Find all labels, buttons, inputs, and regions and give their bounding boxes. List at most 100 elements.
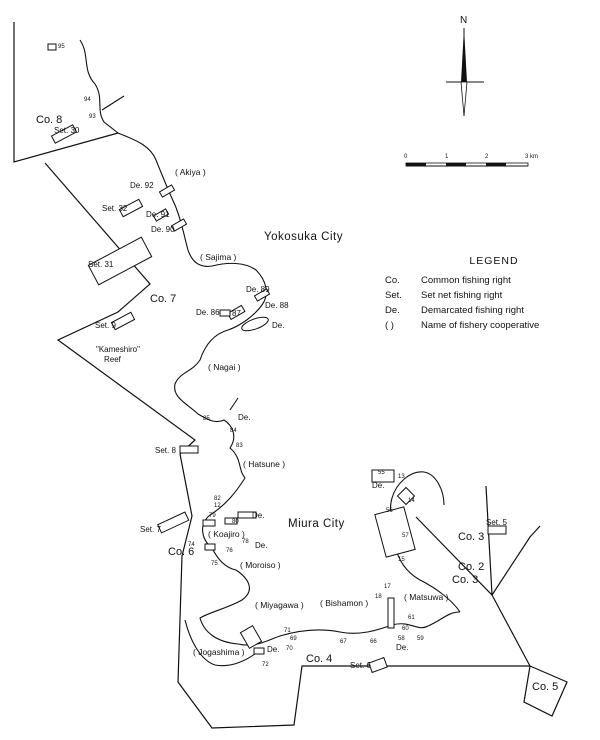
num-12: 12 (214, 503, 221, 509)
num-66: 66 (370, 639, 377, 645)
legend-text: Name of fishery cooperative (421, 320, 540, 331)
num-56: 56 (386, 508, 393, 514)
num-84: 84 (230, 428, 237, 434)
de-label-moroiso: De. (255, 541, 267, 550)
scale-tick-1: 1 (445, 154, 449, 160)
num-78: 78 (242, 539, 249, 545)
legend-abbr: De. (385, 305, 400, 316)
num-14: 14 (408, 498, 415, 504)
legend: LEGEND Co. Common fishing right Set. Set… (385, 254, 585, 333)
legend-item: De. Demarcated fishing right (385, 303, 585, 318)
num-72: 72 (262, 662, 269, 668)
num-57: 57 (402, 533, 409, 539)
scale-tick-3: 3 km (525, 154, 538, 160)
legend-text: Common fishing right (421, 275, 511, 286)
legend-text: Demarcated fishing right (421, 305, 524, 316)
zone-co4: Co. 4 (306, 653, 332, 665)
scale-tick-2: 2 (485, 154, 489, 160)
num-70: 70 (286, 646, 293, 652)
num-18: 18 (375, 594, 382, 600)
scale-bar: 0 1 2 3 km (404, 154, 538, 167)
zone-boundaries (13, 22, 568, 729)
legend-item: Co. Common fishing right (385, 273, 585, 288)
map-labels: Yokosuka City Miura City ( Akiya ) ( Saj… (36, 44, 558, 693)
coop-koajiro: ( Koajiro ) (208, 529, 245, 539)
coop-nagai: ( Nagai ) (208, 362, 241, 372)
zone-co3-upper: Co. 3 (458, 531, 484, 543)
set-net-boxes (50, 124, 507, 674)
set-label-8: Set. 8 (155, 446, 176, 455)
de-label-koajiro: De. (252, 511, 264, 520)
legend-text: Set net fishing right (421, 290, 503, 301)
de-label-91: De. 91 (146, 210, 170, 219)
num-60: 60 (402, 626, 409, 632)
num-58: 58 (398, 636, 405, 642)
legend-abbr: Set. (385, 290, 402, 301)
legend-title: LEGEND (469, 255, 519, 267)
coop-matsuwa: ( Matsuwa ) (404, 592, 449, 602)
num-17: 17 (384, 584, 391, 590)
num-80: 80 (232, 519, 239, 525)
num-71: 71 (284, 628, 291, 634)
zone-co2: Co. 2 (458, 561, 484, 573)
num-85: 85 (203, 416, 210, 422)
coop-jogashima: ( Jogashima ) (193, 647, 245, 657)
set-label-32: Set. 32 (102, 204, 128, 213)
coop-akiya: ( Akiya ) (175, 167, 206, 177)
reef-line1: "Kameshiro" (96, 345, 140, 354)
coastline (79, 39, 461, 667)
miura-city-label: Miura City (288, 518, 345, 530)
set-label-30: Set. 30 (54, 126, 80, 135)
num-76: 76 (226, 548, 233, 554)
set-label-5: Set. 5 (486, 518, 507, 527)
set-label-31: Set. 31 (88, 260, 114, 269)
zone-co5: Co. 5 (532, 681, 558, 693)
legend-abbr: ( ) (385, 320, 394, 331)
coop-moroiso: ( Moroiso ) (240, 560, 281, 570)
de-label-86: De. 86 (196, 308, 220, 317)
de-label-92: De. 92 (130, 181, 154, 190)
num-82: 82 (214, 496, 221, 502)
num-61: 61 (408, 615, 415, 621)
num-67: 67 (340, 639, 347, 645)
num-74: 74 (188, 542, 195, 548)
zone-co7: Co. 7 (150, 293, 176, 305)
demarcated-features (47, 43, 416, 655)
num-94: 94 (84, 97, 91, 103)
de-label-matsuwa: De. (396, 643, 408, 652)
num-55: 55 (378, 470, 385, 476)
coop-hatsune: ( Hatsune ) (243, 459, 285, 469)
coop-bishamon: ( Bishamon ) (320, 598, 368, 608)
zone-co3-lower: Co. 3 (452, 574, 478, 586)
coop-sajima: ( Sajima ) (200, 252, 237, 262)
num-93: 93 (89, 114, 96, 120)
legend-item: ( ) Name of fishery cooperative (385, 318, 585, 333)
num-83: 83 (236, 443, 243, 449)
num-15: 15 (398, 557, 405, 563)
legend-item: Set. Set net fishing right (385, 288, 585, 303)
set-label-9: Set. 9 (95, 321, 116, 330)
legend-abbr: Co. (385, 275, 400, 286)
coop-miyagawa: ( Miyagawa ) (255, 600, 304, 610)
de-label-89: De. 89 (246, 285, 270, 294)
de-label-87: 87 (232, 309, 241, 318)
set-label-6: Set. 6 (350, 661, 371, 670)
de-label-hatsune: De. (238, 413, 250, 422)
num-59: 59 (417, 636, 424, 642)
de-label-90: De. 90 (151, 225, 175, 234)
de-label-miyagawa: De. (267, 645, 279, 654)
north-label: N (460, 15, 467, 26)
num-75: 75 (211, 561, 218, 567)
num-95: 95 (58, 44, 65, 50)
de-label-88: De. 88 (265, 301, 289, 310)
yokosuka-city-label: Yokosuka City (264, 231, 343, 243)
reef-line2: Reef (104, 355, 122, 364)
num-69: 69 (290, 636, 297, 642)
num-79: 79 (209, 513, 216, 519)
set-label-7: Set. 7 (140, 525, 161, 534)
de-label-sajima: De. (272, 321, 284, 330)
zone-co8: Co. 8 (36, 114, 62, 126)
scale-tick-0: 0 (404, 154, 408, 160)
num-13: 13 (398, 474, 405, 480)
